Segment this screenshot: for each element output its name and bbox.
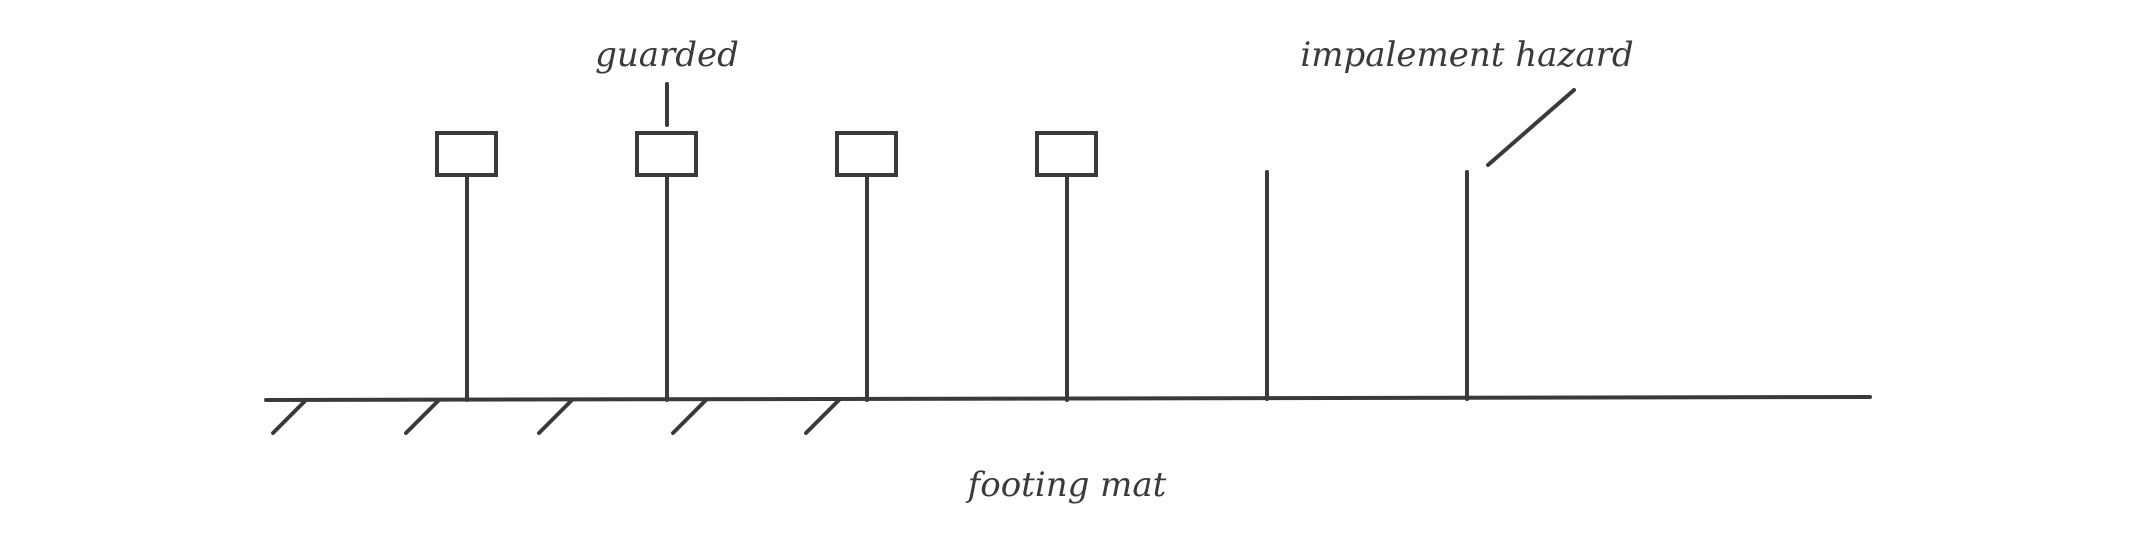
rebar-4 xyxy=(1035,131,1098,402)
hatch-mark xyxy=(537,398,574,435)
footing-mat-label: footing mat xyxy=(965,465,1167,505)
rebar-2 xyxy=(635,131,698,402)
impalement-hazard-label: impalement hazard xyxy=(1300,35,1633,75)
hatch-mark xyxy=(271,398,308,435)
rebar-cap xyxy=(635,131,698,177)
rebar-3 xyxy=(835,131,898,402)
hatch-mark xyxy=(404,398,441,435)
rebar-1 xyxy=(435,131,498,402)
hatch-mark xyxy=(804,398,841,435)
rebar-cap xyxy=(435,131,498,177)
rebar-cap xyxy=(835,131,898,177)
hazard-leader-line xyxy=(1486,88,1576,167)
rebar-cap xyxy=(1035,131,1098,177)
ground-hatching xyxy=(271,398,841,435)
hatch-mark xyxy=(671,398,708,435)
guarded-label: guarded xyxy=(595,35,739,75)
